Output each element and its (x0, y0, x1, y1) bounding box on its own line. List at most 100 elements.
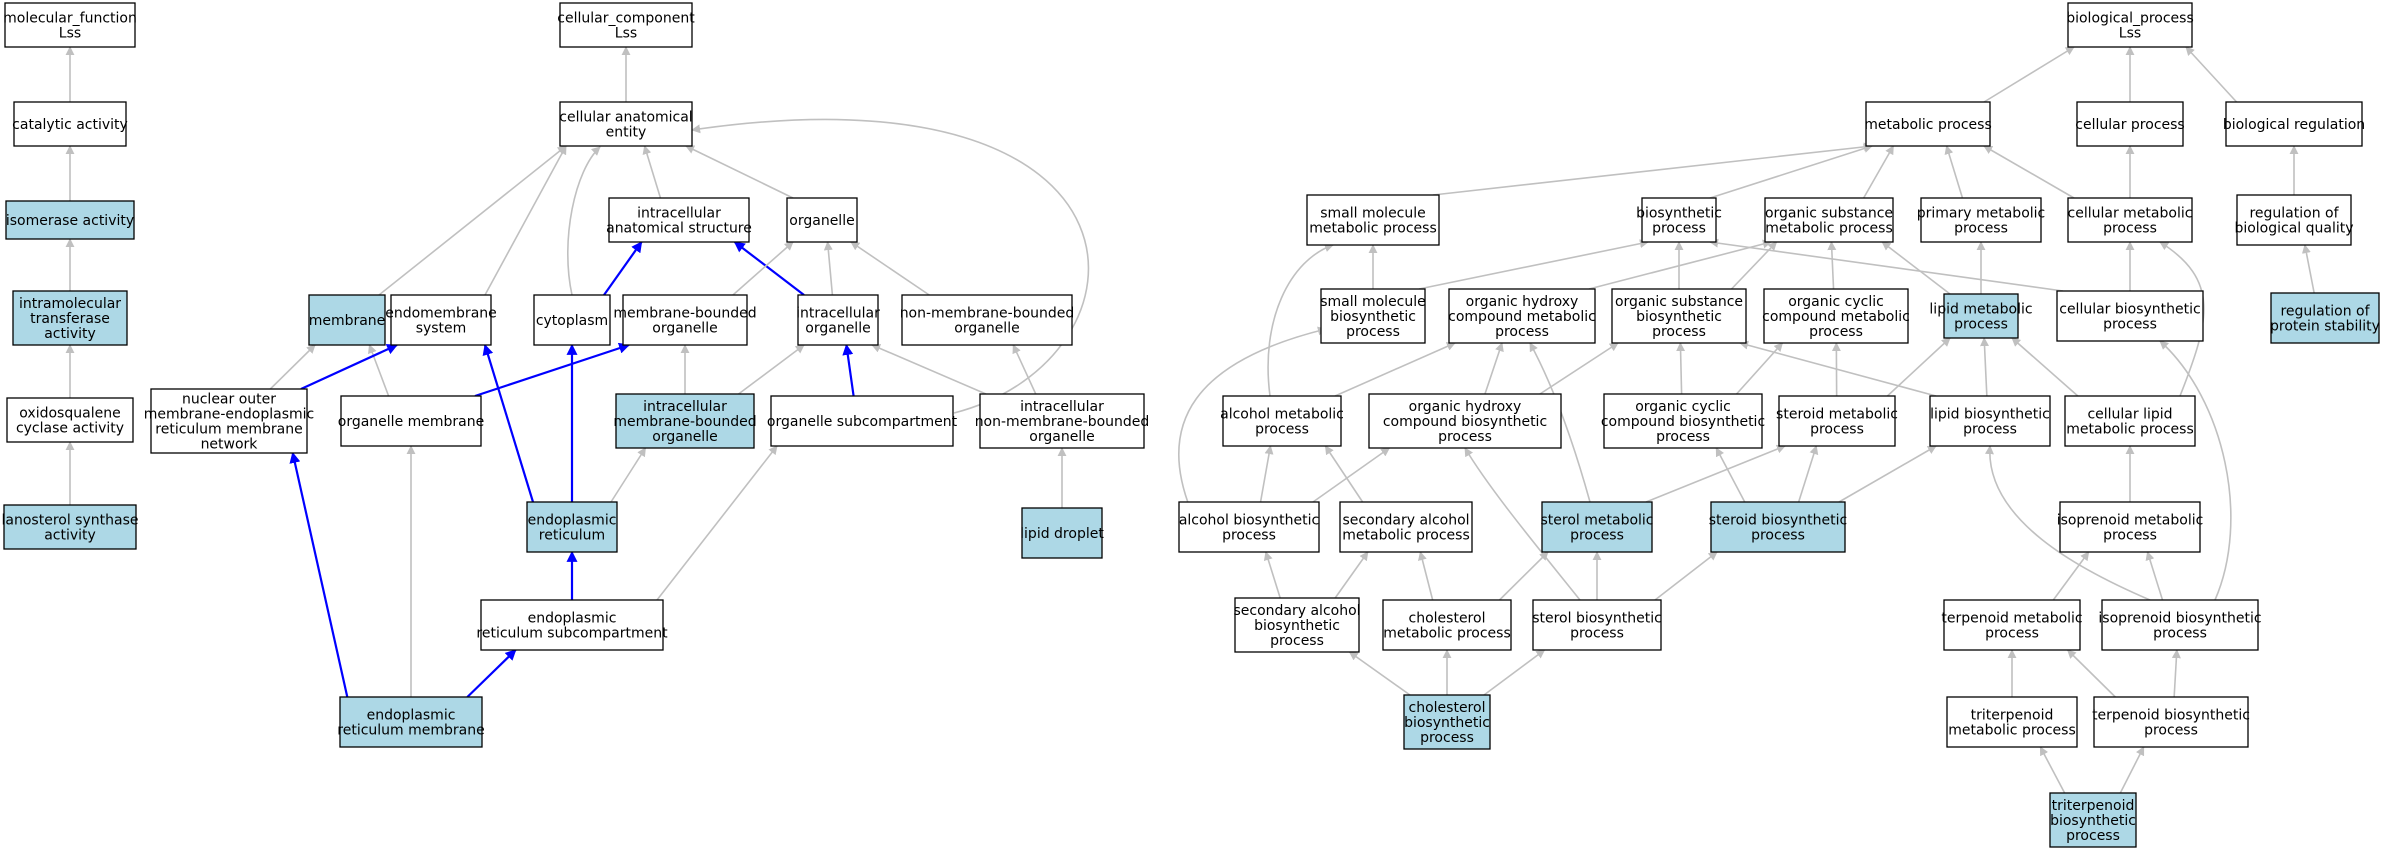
node-label-line: non-membrane-bounded (900, 306, 1075, 322)
edge-terpmp-to-ipmp (2052, 551, 2090, 601)
node-label-line: reticulum membrane (337, 723, 484, 739)
node-label-line: cholesterol (1409, 700, 1486, 716)
node-label-line: network (201, 437, 259, 453)
edge-osmp-to-metab (1862, 145, 1895, 199)
node-cytoplasm[interactable]: cytoplasm (533, 294, 611, 346)
edge-amp-to-ohcmp (1334, 342, 1456, 397)
node-label-line: intracellular (643, 399, 727, 415)
node-box (1611, 288, 1747, 344)
node-ld[interactable]: lipid droplet (1020, 507, 1104, 559)
node-box (5, 200, 135, 240)
node-box (1929, 395, 2051, 447)
edge-imbo-to-io (738, 344, 805, 395)
node-label-line: nuclear outer (182, 392, 276, 408)
edge-nmbo-to-organelle (850, 241, 930, 296)
edge-mbo-to-organelle (732, 241, 794, 296)
node-label-line: metabolic process (1864, 117, 1992, 133)
node-label-line: triterpenoid (1971, 708, 2054, 724)
edge-sabp-to-samp (1334, 551, 1369, 599)
node-box (1532, 599, 1662, 651)
node-box (4, 2, 136, 48)
node-label-line: membrane-endoplasmic (144, 407, 314, 423)
node-inmbo[interactable]: intracellularnon-membrane-boundedorganel… (975, 393, 1150, 449)
node-box (1448, 288, 1596, 344)
node-organelle[interactable]: organelle (786, 197, 858, 243)
node-label-line: biological quality (2234, 221, 2353, 237)
node-cellproc[interactable]: cellular process (2075, 101, 2185, 147)
edge-io-to-organelle (823, 241, 834, 296)
edge-ohcbp-to-ohcmp (1484, 342, 1504, 395)
node-label-line: terpenoid metabolic (1941, 611, 2082, 627)
node-bioreg[interactable]: biological regulation (2223, 101, 2365, 147)
node-label-line: biological_process (2066, 11, 2194, 27)
node-catalytic[interactable]: catalytic activity (12, 101, 128, 147)
node-isomerase[interactable]: isomerase activity (5, 200, 135, 240)
node-box (622, 294, 748, 346)
node-label-line: process (1570, 626, 1624, 642)
edge-occmp-to-osmp (1827, 241, 1837, 290)
node-om[interactable]: organelle membrane (338, 395, 484, 447)
node-label-line: cellular lipid (2087, 407, 2172, 423)
edge-stmp-to-lmp (1886, 337, 1951, 397)
node-metab[interactable]: metabolic process (1864, 101, 1992, 147)
node-nomerm[interactable]: nuclear outermembrane-endoplasmicreticul… (144, 388, 314, 454)
node-osc[interactable]: organelle subcompartment (767, 395, 958, 447)
node-membrane[interactable]: membrane (308, 294, 386, 346)
node-label-line: primary metabolic (1917, 206, 2046, 222)
node-box (1920, 197, 2042, 243)
node-box (797, 294, 879, 346)
edge-inmbo-to-nmbo (1012, 344, 1037, 395)
node-label-line: endomembrane (385, 306, 497, 322)
